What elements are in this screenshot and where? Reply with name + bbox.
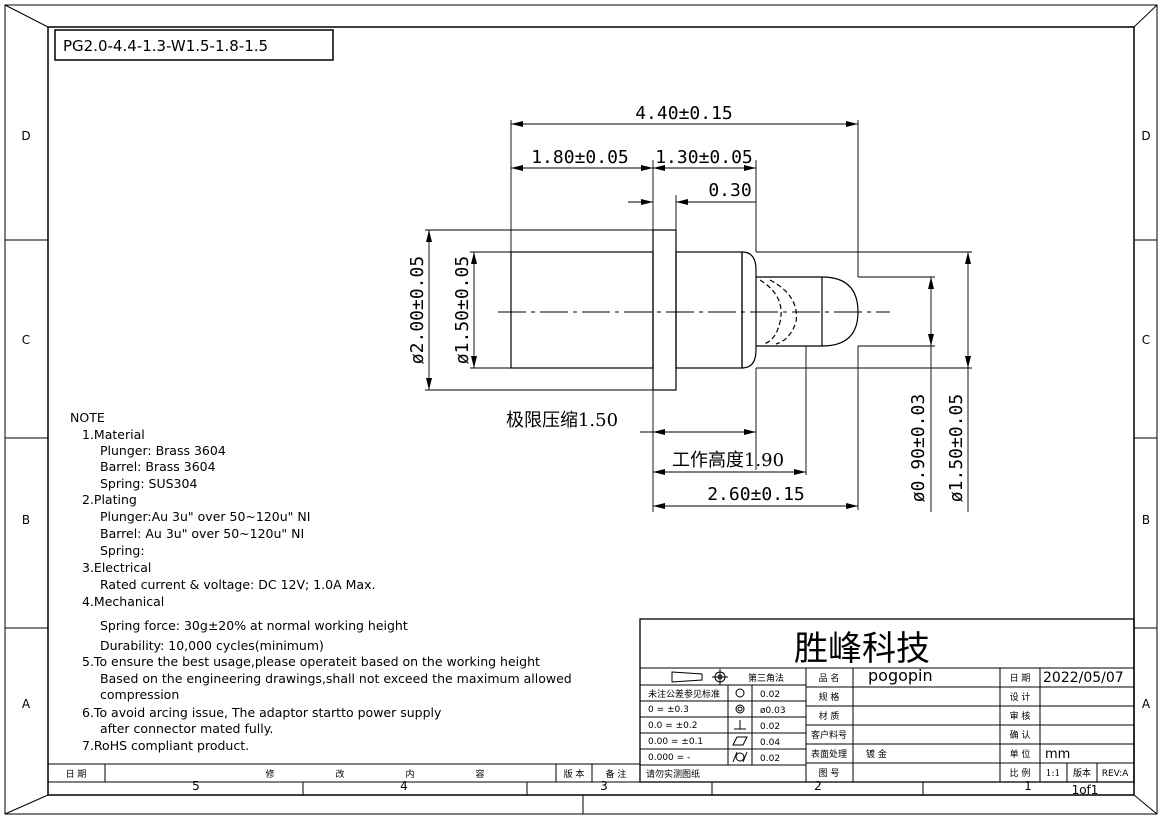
zone-letter: B [1142, 513, 1150, 527]
note-line: Rated current & voltage: DC 12V; 1.0A Ma… [100, 577, 375, 592]
zone-letter: C [1142, 333, 1150, 347]
revision-header: 容 [475, 768, 484, 780]
dim-plunger-length: 1.80±0.05 [531, 147, 629, 168]
dim-flange-diameter: ø2.00±0.05 [407, 256, 428, 364]
tolerance-header: 未注公差参见标准 [648, 688, 720, 700]
product-name-label: 品 名 [819, 672, 840, 684]
note-line: Durability: 10,000 cycles(minimum) [100, 638, 324, 653]
zone-letter: D [1141, 129, 1150, 143]
flatness-icon [732, 736, 748, 746]
note-line: Spring: [100, 543, 145, 558]
note-line: Plunger: Brass 3604 [100, 443, 226, 458]
concentricity-icon [735, 704, 745, 714]
column-number: 1 [1024, 779, 1032, 793]
tolerance-spec: 0.00 = ±0.1 [648, 737, 703, 747]
note-line: Spring force: 30g±20% at normal working … [100, 618, 408, 633]
zone-letter: B [22, 513, 30, 527]
scale-label: 比 例 [1010, 767, 1031, 779]
note-line: compression [100, 687, 179, 702]
projection-method: 第三角法 [748, 672, 784, 684]
title-block [639, 618, 1135, 783]
note-line: Barrel: Au 3u" over 50~120u" NI [100, 526, 304, 541]
surface-treatment-label: 表面处理 [811, 748, 847, 760]
column-number: 4 [400, 779, 408, 793]
date-label: 日 期 [1010, 673, 1031, 684]
note-line: Based on the engineering drawings,shall … [100, 671, 572, 686]
dim-overall-length: 4.40±0.15 [635, 103, 733, 124]
inner-frame [47, 26, 1135, 796]
dim-working-height: 工作高度1.90 [672, 450, 784, 471]
note-line: 3.Electrical [82, 560, 151, 575]
drawing-number-label: 图 号 [819, 768, 840, 779]
material-label: 材 质 [819, 710, 840, 722]
note-line: 4.Mechanical [82, 594, 164, 609]
version-label: 版本 [1073, 767, 1091, 779]
tolerance-value: ø0.03 [760, 706, 786, 716]
dim-barrel-span: 2.60±0.15 [707, 484, 805, 505]
company-name: 胜峰科技 [794, 629, 930, 669]
note-line: Plunger:Au 3u" over 50~120u" NI [100, 509, 310, 524]
tolerance-value: 0.02 [760, 690, 780, 700]
note-line: 7.RoHS compliant product. [82, 738, 249, 753]
note-line: Barrel: Brass 3604 [100, 459, 216, 474]
tolerance-value: 0.02 [760, 722, 780, 732]
zone-letter: A [1142, 697, 1151, 711]
note-line: 6.To avoid arcing issue, The adaptor sta… [82, 705, 442, 720]
third-angle-projection-icon [671, 669, 728, 685]
scale-value: 1:1 [1046, 769, 1060, 779]
cylindricity-icon [732, 751, 748, 763]
tolerance-spec: 0 = ±0.3 [648, 705, 689, 715]
note-line: 2.Plating [82, 492, 137, 507]
dim-barrel-diameter: ø1.50±0.05 [946, 394, 967, 502]
note-line: Spring: SUS304 [100, 476, 197, 491]
confirm-label: 确 认 [1010, 729, 1031, 741]
perpendicularity-icon [734, 720, 746, 730]
dim-barrel-length: 1.30±0.05 [655, 147, 753, 168]
review-label: 审 核 [1010, 710, 1031, 722]
dim-max-compression: 极限压缩1.50 [506, 410, 618, 431]
column-number: 2 [814, 779, 822, 793]
unit-value: mm [1045, 747, 1070, 762]
tolerance-spec: 0.000 = - [648, 753, 690, 763]
revision-header: 修 [265, 768, 274, 780]
roundness-icon [735, 688, 745, 698]
sheet-number: 1of1 [1072, 783, 1099, 797]
tolerance-value: 0.04 [760, 738, 780, 748]
column-number: 3 [600, 779, 608, 793]
zone-letter: A [22, 697, 31, 711]
revision-remark-header: 备 注 [606, 768, 627, 780]
note-line: after connector mated fully. [100, 721, 273, 736]
column-number: 5 [192, 779, 200, 793]
tolerance-spec: 0.0 = ±0.2 [648, 721, 697, 731]
dim-flange-thickness: 0.30 [708, 180, 751, 201]
surface-treatment-value: 镀 金 [866, 748, 887, 760]
revision-date-header: 日 期 [66, 769, 87, 780]
revision-value: REV:A [1102, 769, 1129, 779]
spec-label: 规 格 [819, 691, 840, 703]
notes-block: NOTE 1.Material Plunger: Brass 3604 Barr… [70, 410, 572, 753]
outer-frame [4, 4, 1158, 815]
dim-tip-diameter: ø0.90±0.03 [908, 394, 929, 502]
unit-label: 单 位 [1010, 748, 1031, 760]
dim-plunger-diameter: ø1.50±0.05 [452, 256, 473, 364]
revision-header: 内 [405, 768, 414, 780]
product-name: pogopin [868, 666, 933, 685]
zone-letter: C [22, 333, 30, 347]
part-number: PG2.0-4.4-1.3-W1.5-1.8-1.5 [63, 37, 268, 55]
revision-version-header: 版 本 [564, 768, 585, 780]
note-line: NOTE [70, 410, 105, 425]
note-line: 1.Material [82, 427, 145, 442]
note-line: 5.To ensure the best usage,please operat… [82, 654, 540, 669]
zone-letter: D [21, 129, 30, 143]
date-value: 2022/05/07 [1043, 670, 1124, 686]
tolerance-value: 0.02 [760, 754, 780, 764]
design-label: 设 计 [1010, 691, 1031, 703]
no-scale-note: 请勿实测图纸 [646, 768, 700, 780]
revision-header: 改 [335, 768, 344, 780]
customer-pn-label: 客户料号 [811, 729, 847, 741]
